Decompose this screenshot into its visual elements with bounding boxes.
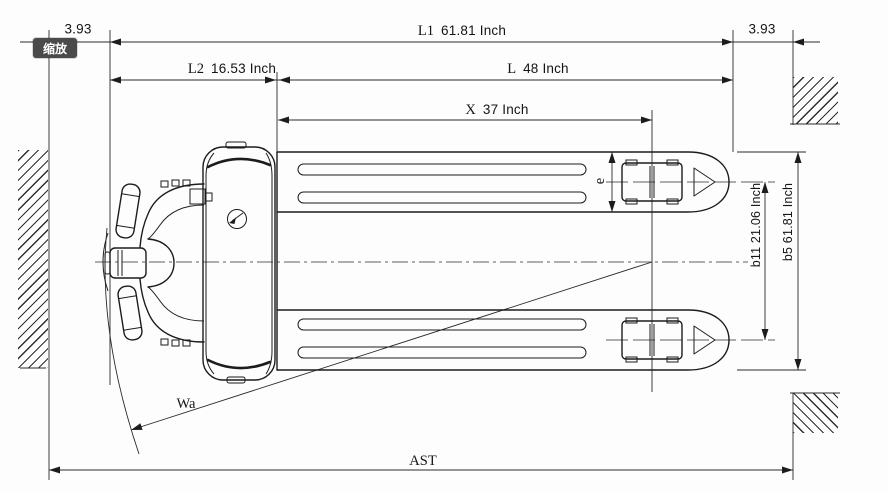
aisle-wall-top-right — [793, 77, 838, 124]
truck-head — [102, 141, 276, 455]
dim-x-label: X 37 Inch — [465, 103, 528, 118]
turning-radius-arc — [104, 227, 140, 455]
dim-l-value: 48 Inch — [523, 60, 569, 76]
center-lines — [95, 181, 775, 341]
dim-l2-prefix: L2 — [187, 60, 205, 77]
extension-lines — [20, 30, 840, 480]
steer-wheel-top — [115, 183, 141, 239]
load-roller-bottom — [621, 317, 683, 363]
dim-ast-label: AST — [409, 454, 436, 469]
dim-l-label: L 48 Inch — [507, 62, 569, 77]
dim-x-prefix: X — [465, 101, 476, 118]
dim-l1-value: 61.81 Inch — [441, 22, 507, 38]
dim-b11-label: b11 21.06 Inch — [748, 182, 763, 268]
dim-l2-label: L2 16.53 Inch — [188, 62, 276, 77]
steer-wheel-bottom — [117, 285, 143, 341]
dim-l-prefix: L — [507, 60, 517, 77]
chassis-body — [202, 146, 276, 381]
dim-x-value: 37 Inch — [482, 101, 529, 117]
aisle-wall-bottom-right — [793, 393, 838, 433]
dim-left-clearance-value: 3.93 — [64, 21, 92, 37]
dim-l2-value: 16.53 Inch — [211, 60, 277, 76]
dim-e-value: e — [591, 177, 608, 185]
aisle-wall-left — [18, 150, 48, 368]
fork-tip-cutout-bottom — [693, 325, 716, 355]
fork-tip-cutout-top — [693, 167, 716, 197]
dim-ast-value: AST — [409, 452, 437, 469]
dim-e-label: e — [591, 177, 608, 185]
dim-b5-value: b5 61.81 Inch — [780, 182, 795, 262]
dim-right-clearance-label: 3.93 — [748, 22, 775, 36]
dim-l1-prefix: L1 — [417, 22, 435, 39]
dim-wa-value: Wa — [176, 395, 196, 412]
load-roller-top — [621, 159, 683, 205]
dim-wa-label: Wa — [177, 397, 196, 412]
dim-left-clearance-label: 3.93 — [64, 22, 91, 36]
forks — [276, 151, 730, 371]
dim-b11-value: b11 21.06 Inch — [748, 182, 763, 268]
dimension-lines — [20, 38, 820, 474]
dim-b5-label: b5 61.81 Inch — [780, 182, 795, 262]
dim-right-clearance-value: 3.93 — [748, 21, 776, 37]
dim-l1-label: L1 61.81 Inch — [418, 24, 506, 39]
dial-indicator — [227, 209, 247, 229]
zoom-badge[interactable]: 缩放 — [33, 38, 77, 58]
